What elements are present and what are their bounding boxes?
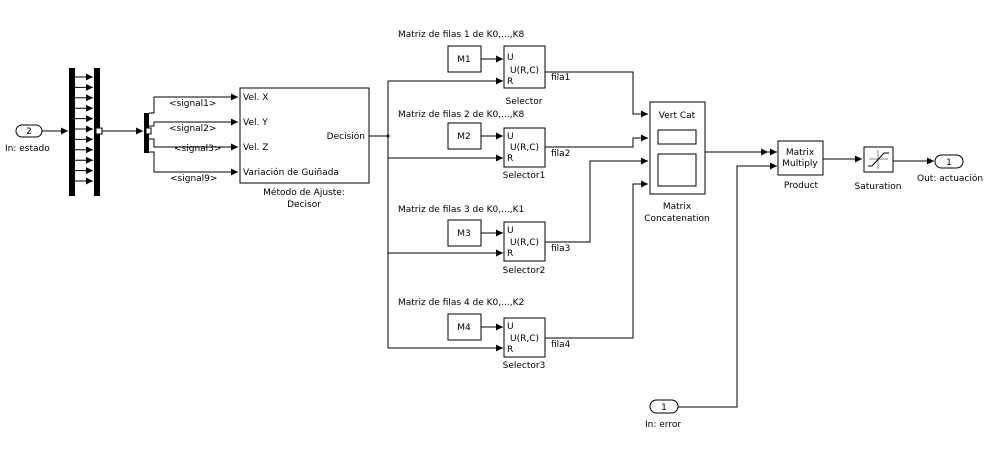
selector-port-r: R xyxy=(507,249,513,259)
bus-port-square xyxy=(95,127,103,135)
selector-port-u: U xyxy=(507,132,514,142)
constant-label: M1 xyxy=(457,55,471,65)
selector-caption: Selector xyxy=(506,97,543,107)
vertcat-caption-1: Matrix xyxy=(663,202,692,212)
wire-fila1 xyxy=(545,71,648,118)
fila-label: fila4 xyxy=(551,340,571,350)
selector-port-out: U(R,C) xyxy=(510,334,539,344)
row-2: Matriz de filas 2 de K0,...,K8 M2 U U(R,… xyxy=(388,110,648,181)
decisor-port-vely: Vel. Y xyxy=(243,118,268,128)
selector-caption: Selector3 xyxy=(503,361,546,371)
product-caption: Product xyxy=(784,181,819,191)
outport-label: Out: actuación xyxy=(917,173,983,184)
row-4: Matriz de filas 4 de K0,...,K2 M4 U U(R,… xyxy=(388,180,648,371)
wire-fila2 xyxy=(545,134,648,148)
fila-label: fila2 xyxy=(551,149,570,159)
inport-error[interactable]: 1 In: error xyxy=(645,399,681,430)
outport-actuacion[interactable]: 1 Out: actuación xyxy=(917,154,983,184)
decisor-caption-1: Método de Ajuste: xyxy=(263,187,345,198)
decisor-caption-2: Decisor xyxy=(287,200,321,210)
decisor-port-decision: Decisión xyxy=(327,131,365,142)
selector-block[interactable]: U U(R,C) R Selector1 xyxy=(503,127,546,181)
product-line1: Matrix xyxy=(786,148,815,158)
row-3: Matriz de filas 3 de K0,...,K1 M3 U U(R,… xyxy=(388,157,648,276)
constant-label: M3 xyxy=(457,229,471,239)
wire-signal2 xyxy=(149,118,238,127)
saturation-block[interactable]: Saturation xyxy=(855,146,902,192)
vertcat-label: Vert Cat xyxy=(659,111,696,121)
constant-label: M4 xyxy=(457,323,471,333)
constant-label: M2 xyxy=(457,132,471,142)
wire-fila3 xyxy=(545,157,648,243)
product-line2: Multiply xyxy=(782,159,818,169)
wire-signal1 xyxy=(149,93,238,114)
selector-port-r: R xyxy=(507,77,513,87)
selector-port-u: U xyxy=(507,322,514,332)
fila-label: fila3 xyxy=(551,244,570,254)
selector-port-r: R xyxy=(507,345,513,355)
outport-number: 1 xyxy=(946,158,952,168)
saturation-curve xyxy=(868,152,889,167)
wire-error-product xyxy=(678,162,777,408)
signal-label-1: <signal1> xyxy=(169,99,216,109)
wire-signal3 xyxy=(149,138,238,151)
decisor-port-velz: Vel. Z xyxy=(243,143,268,153)
decisor-subsystem[interactable]: Vel. X Vel. Y Vel. Z Variación de Guiñad… xyxy=(239,87,370,210)
selector-port-u: U xyxy=(507,226,514,236)
selector-port-out: U(R,C) xyxy=(510,238,539,248)
selector-caption: Selector2 xyxy=(503,266,546,276)
product-block[interactable]: Matrix Multiply Product xyxy=(777,140,824,191)
wire-signal9 xyxy=(149,151,238,176)
row-title: Matriz de filas 4 de K0,...,K2 xyxy=(398,298,524,308)
saturation-caption: Saturation xyxy=(855,182,902,192)
constant-m3[interactable]: M3 xyxy=(447,219,482,247)
selector-port-u: U xyxy=(507,53,514,63)
row-title: Matriz de filas 3 de K0,...,K1 xyxy=(398,205,524,215)
bus-selector-bank[interactable] xyxy=(69,68,100,196)
selector-port-r: R xyxy=(507,154,513,164)
inport-error-number: 1 xyxy=(661,403,667,413)
selector-caption: Selector1 xyxy=(503,171,546,181)
selector-port-out: U(R,C) xyxy=(510,143,539,153)
row-title: Matriz de filas 2 de K0,...,K8 xyxy=(398,110,524,120)
selector-block[interactable]: U U(R,C) R Selector xyxy=(503,45,546,107)
wire-fila4 xyxy=(545,180,648,339)
signal-label-2: <signal2> xyxy=(169,124,216,134)
inport-error-label: In: error xyxy=(645,420,681,430)
row-1: Matriz de filas 1 de K0,...,K8 M1 U U(R,… xyxy=(388,30,648,118)
selector-port-out: U(R,C) xyxy=(510,66,539,76)
constant-m4[interactable]: M4 xyxy=(447,313,482,341)
bus-selector[interactable] xyxy=(144,113,152,153)
selector-rows: Matriz de filas 1 de K0,...,K8 M1 U U(R,… xyxy=(388,30,648,371)
inport-estado[interactable]: 2 In: estado xyxy=(5,124,50,154)
constant-m2[interactable]: M2 xyxy=(447,122,482,150)
decisor-port-velx: Vel. X xyxy=(243,93,268,103)
vert-cat-block[interactable]: Vert Cat Matrix Concatenation xyxy=(644,101,710,224)
inport-estado-number: 2 xyxy=(26,127,32,137)
vertcat-caption-2: Concatenation xyxy=(644,214,709,224)
decisor-port-guinada: Variación de Guiñada xyxy=(243,167,339,178)
selector-block[interactable]: U U(R,C) R Selector3 xyxy=(503,317,546,371)
row-title: Matriz de filas 1 de K0,...,K8 xyxy=(398,30,524,40)
signal-label-3: <signal3> xyxy=(174,144,221,154)
constant-m1[interactable]: M1 xyxy=(447,45,482,73)
vertcat-slot-top xyxy=(657,129,697,145)
fila-label: fila1 xyxy=(551,73,570,83)
signal-label-9: <signal9> xyxy=(170,174,217,184)
selector-block[interactable]: U U(R,C) R Selector2 xyxy=(503,221,546,276)
vertcat-slot-bottom xyxy=(657,153,697,187)
inport-estado-label: In: estado xyxy=(5,144,50,154)
